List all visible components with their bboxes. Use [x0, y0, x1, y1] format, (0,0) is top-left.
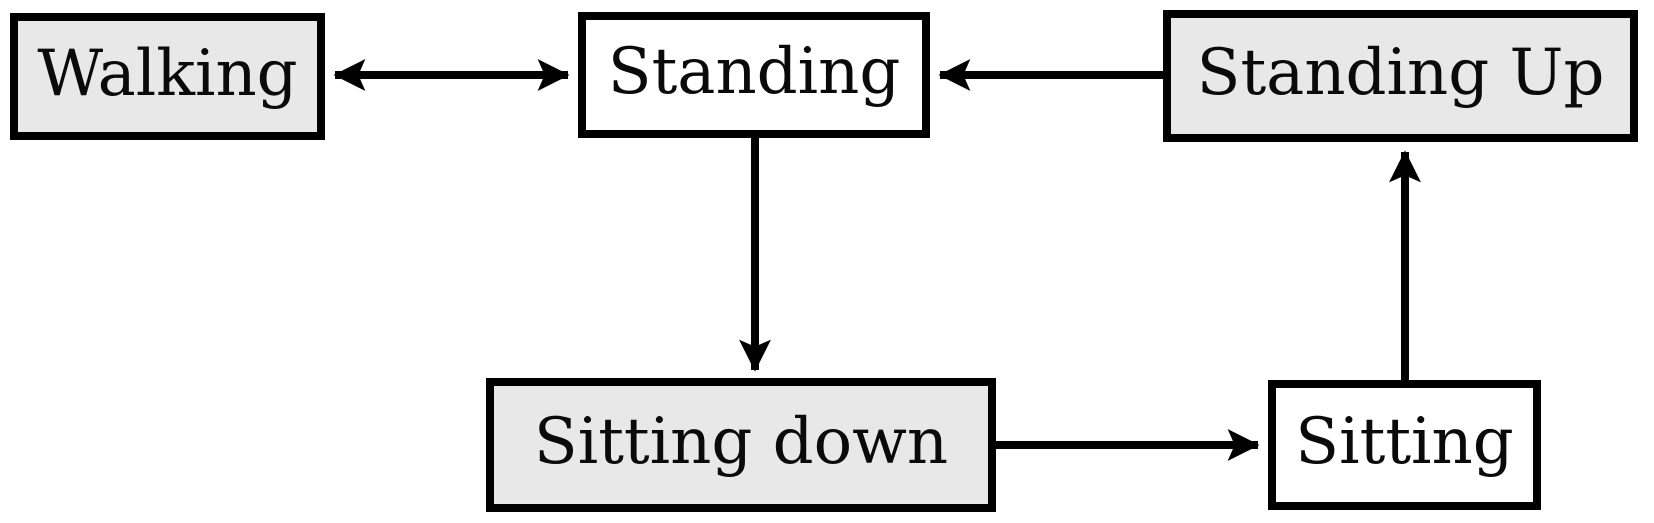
- node-sitting-label: Sitting: [1295, 405, 1514, 479]
- node-standing-up: Standing Up: [1163, 10, 1638, 142]
- node-standing: Standing: [578, 12, 930, 138]
- node-standing-up-label: Standing Up: [1196, 36, 1605, 110]
- node-walking-label: Walking: [37, 36, 298, 111]
- node-sitting: Sitting: [1268, 380, 1541, 510]
- node-walking: Walking: [10, 13, 325, 140]
- node-sitting-down-label: Sitting down: [533, 405, 949, 479]
- node-standing-label: Standing: [607, 35, 901, 109]
- node-sitting-down: Sitting down: [486, 378, 996, 512]
